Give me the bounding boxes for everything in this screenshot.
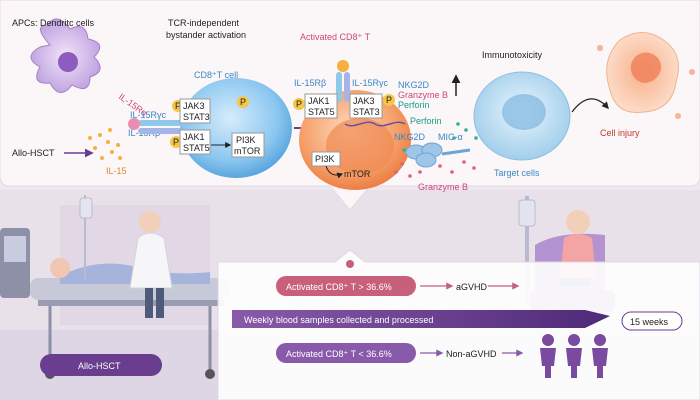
phospho-badge — [237, 96, 249, 108]
hospital-bed-scene — [0, 195, 230, 379]
target-nucleus — [502, 94, 546, 130]
phospho-text: P — [296, 99, 302, 109]
mechanism-panel: APCs: Dendritc cells IL-15Rα IL-15Rγc IL… — [0, 0, 700, 211]
jak3-label-2: JAK3 — [353, 96, 375, 106]
phospho-text: P — [175, 101, 181, 111]
stat5-label-2: STAT5 — [308, 107, 335, 117]
granzyme-b-label-1: Granzyme B — [398, 90, 448, 100]
study-panel: Activated CD8⁺ T > 36.6% aGVHD Weekly bl… — [217, 249, 700, 400]
timeline-label: Weekly blood samples collected and proce… — [244, 315, 433, 325]
person-icon — [540, 334, 556, 378]
nkg2d-mica-complex — [405, 142, 471, 168]
panel-pin — [346, 260, 354, 268]
immunotoxicity-label: Immunotoxicity — [482, 50, 543, 60]
il15rb-label-2: IL-15Rβ — [294, 78, 326, 88]
low-outcome-label: Non-aGVHD — [446, 349, 497, 359]
activated-title: Activated CD8⁺ T — [300, 32, 371, 42]
cd8-t-cell — [180, 78, 292, 178]
high-condition-pill — [276, 276, 416, 296]
phospho-text: P — [173, 137, 179, 147]
phospho-badge — [383, 94, 395, 106]
phospho-badge — [170, 136, 182, 148]
injured-cell — [597, 32, 695, 119]
jak1-label-2: JAK1 — [308, 96, 330, 106]
granzyme-b-label-2: Granzyme B — [418, 182, 468, 192]
doctor-figure — [129, 211, 173, 318]
jak3-stat3-box-1 — [179, 98, 211, 124]
cd8-cell-label: CD8⁺T cell — [194, 70, 238, 80]
dendritic-cell — [30, 18, 101, 93]
cell-injury-label: Cell injury — [600, 128, 640, 138]
apc-title: APCs: Dendritc cells — [12, 18, 95, 28]
pathway-arrow — [325, 165, 344, 179]
allo-hsct-pill — [40, 354, 162, 376]
il15ryc-label-1: IL-15Rγc — [130, 110, 167, 120]
jak1-stat5-box-1 — [179, 129, 211, 155]
nkg2d-label-1: NKG2D — [398, 80, 430, 90]
mica-label: MIC-α — [438, 132, 463, 142]
phospho-badge — [293, 98, 305, 110]
low-condition-label: Activated CD8⁺ T < 36.6% — [286, 349, 392, 359]
stat3-label-1: STAT3 — [183, 112, 210, 122]
phospho-text: P — [386, 95, 392, 105]
jak3-label-1: JAK3 — [183, 101, 205, 111]
phospho-text: P — [240, 97, 246, 107]
granzyme-particles — [394, 160, 476, 178]
target-cells-label: Target cells — [494, 168, 540, 178]
mtor-label-1: mTOR — [234, 146, 261, 156]
mtor-label-2: mTOR — [344, 169, 371, 179]
low-condition-pill — [276, 343, 416, 363]
receptor-cell-2 — [336, 60, 350, 102]
allo-hsct-label: Allo-HSCT — [78, 361, 121, 371]
tcr-title-line-1: TCR-independent — [168, 18, 240, 28]
timeline-bar — [232, 310, 610, 328]
person-icon — [592, 334, 608, 378]
perforin-label-1: Perforin — [398, 100, 430, 110]
nkg2d-label-2: NKG2D — [394, 132, 426, 142]
pi3k-label-1: PI3K — [236, 135, 256, 145]
duration-label: 15 weeks — [630, 317, 669, 327]
nucleus — [326, 118, 394, 174]
jak1-stat5-box-2 — [304, 93, 338, 119]
pi3k-mtor-box-1 — [231, 132, 265, 158]
receptor-cell-1 — [128, 118, 182, 134]
high-outcome-label: aGVHD — [456, 282, 488, 292]
stat5-label-1: STAT5 — [183, 143, 210, 153]
il15-particles — [88, 128, 122, 160]
il15ryc-label-2: IL-15Rγc — [352, 78, 389, 88]
dna-helix — [344, 121, 406, 127]
high-condition-label: Activated CD8⁺ T > 36.6% — [286, 282, 392, 292]
jak1-label-1: JAK1 — [183, 132, 205, 142]
perforin-particles — [402, 122, 478, 152]
duration-pill — [621, 311, 683, 331]
stat3-label-2: STAT3 — [353, 107, 380, 117]
people-icons — [540, 334, 608, 378]
allo-hsct-input-label: Allo-HSCT — [12, 148, 55, 158]
perforin-label-2: Perforin — [410, 116, 442, 126]
tcr-title-line-2: bystander activation — [166, 30, 246, 40]
pi3k-label-2: PI3K — [315, 154, 335, 164]
person-icon — [566, 334, 582, 378]
injury-arrow — [571, 98, 609, 113]
jak3-stat3-box-2 — [349, 93, 383, 119]
il15-label: IL-15 — [106, 166, 127, 176]
